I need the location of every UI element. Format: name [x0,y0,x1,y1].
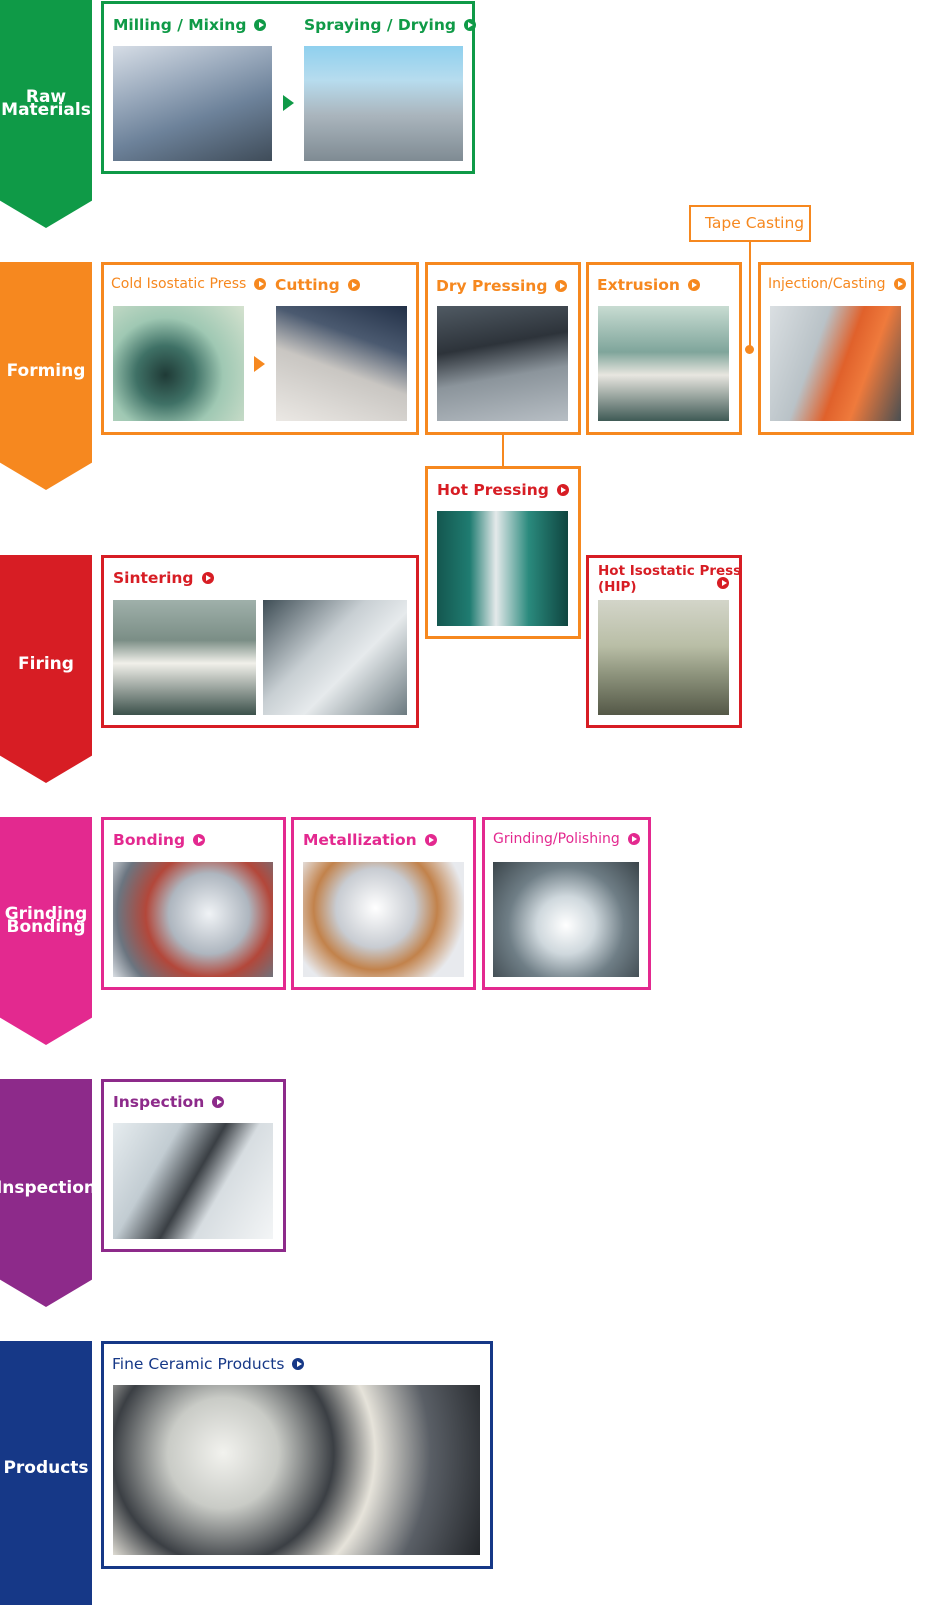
stage-label: Inspection [0,1177,97,1198]
cutting-photo[interactable] [276,306,407,421]
hip-label-line2: (HIP) [598,579,637,595]
play-icon [893,278,906,290]
play-icon [212,1096,225,1108]
injection-casting-link[interactable]: Injection/Casting [768,276,906,292]
spraying-drying-label: Spraying / Drying [304,16,456,34]
stage-inspection: Inspection [0,1079,92,1307]
inspection-photo[interactable] [113,1123,273,1239]
stage-label: Grinding [4,904,88,924]
milling-mixing-link[interactable]: Milling / Mixing [113,16,267,34]
dry-pressing-link[interactable]: Dry Pressing [436,277,568,295]
inspection-label: Inspection [113,1093,205,1111]
stage-firing: Firing [0,555,92,783]
sintering-photo-1[interactable] [113,600,256,715]
play-icon [292,1358,305,1370]
fine-ceramic-products-label: Fine Ceramic Products [112,1355,285,1373]
bonding-photo[interactable] [113,862,273,977]
cold-isostatic-press-label: Cold Isostatic Press [111,276,247,292]
cutting-link[interactable]: Cutting [275,276,360,294]
hot-pressing-photo[interactable] [437,511,568,626]
extrusion-photo[interactable] [598,306,729,421]
fine-ceramic-products-link[interactable]: Fine Ceramic Products [112,1355,305,1373]
sintering-photo-2[interactable] [263,600,407,715]
arrow-right-icon [254,356,265,372]
stage-label: Forming [6,360,86,381]
fine-ceramic-products-photo[interactable] [113,1385,480,1555]
tape-casting-link[interactable]: Tape Casting [705,214,804,232]
cold-isostatic-press-link[interactable]: Cold Isostatic Press [111,276,267,292]
milling-mixing-label: Milling / Mixing [113,16,247,34]
play-icon [424,834,437,846]
play-icon [687,279,700,291]
bonding-link[interactable]: Bonding [113,831,206,849]
milling-mixing-photo[interactable] [113,46,272,161]
inspection-link[interactable]: Inspection [113,1093,225,1111]
play-icon [347,279,360,291]
stage-label: Materials [1,100,91,120]
metallization-photo[interactable] [303,862,464,977]
tape-casting-box [689,205,811,242]
sintering-link[interactable]: Sintering [113,569,214,587]
play-icon [193,834,206,846]
injection-casting-label: Injection/Casting [768,276,886,292]
play-icon [201,572,214,584]
cold-isostatic-press-photo[interactable] [113,306,244,421]
dry-pressing-photo[interactable] [437,306,568,421]
arrow-right-icon [283,95,294,111]
connector-line [749,242,751,349]
grinding-polishing-photo[interactable] [493,862,639,977]
connector-dot [745,345,754,354]
hip-photo[interactable] [598,600,729,715]
injection-casting-photo[interactable] [770,306,901,421]
stage-label: Products [3,1457,89,1478]
play-icon [717,577,729,589]
extrusion-label: Extrusion [597,276,680,294]
stage-label: Firing [18,653,74,674]
spraying-drying-link[interactable]: Spraying / Drying [304,16,476,34]
hip-label-line1: Hot Isostatic Press [598,563,742,579]
grinding-polishing-label: Grinding/Polishing [493,831,620,847]
hot-pressing-link[interactable]: Hot Pressing [437,481,569,499]
hot-pressing-label: Hot Pressing [437,481,549,499]
dry-pressing-label: Dry Pressing [436,277,548,295]
stage-label: Raw [25,87,67,107]
play-icon [254,19,267,31]
stage-label: Bonding [6,917,86,937]
stage-products: Products [0,1341,92,1605]
tape-casting-label: Tape Casting [705,214,805,232]
bonding-label: Bonding [113,831,186,849]
stage-forming: Forming [0,262,92,490]
play-icon [555,280,568,292]
spraying-drying-photo[interactable] [304,46,463,161]
play-icon [556,484,569,496]
extrusion-link[interactable]: Extrusion [597,276,700,294]
sintering-label: Sintering [113,569,194,587]
play-icon [463,19,476,31]
connector-line [502,435,504,467]
play-icon [627,833,640,845]
grinding-polishing-link[interactable]: Grinding/Polishing [493,831,640,847]
play-icon [254,278,267,290]
cutting-label: Cutting [275,276,340,294]
hip-link[interactable]: Hot Isostatic Press (HIP) [598,563,741,595]
metallization-link[interactable]: Metallization [303,831,437,849]
metallization-label: Metallization [303,831,417,849]
